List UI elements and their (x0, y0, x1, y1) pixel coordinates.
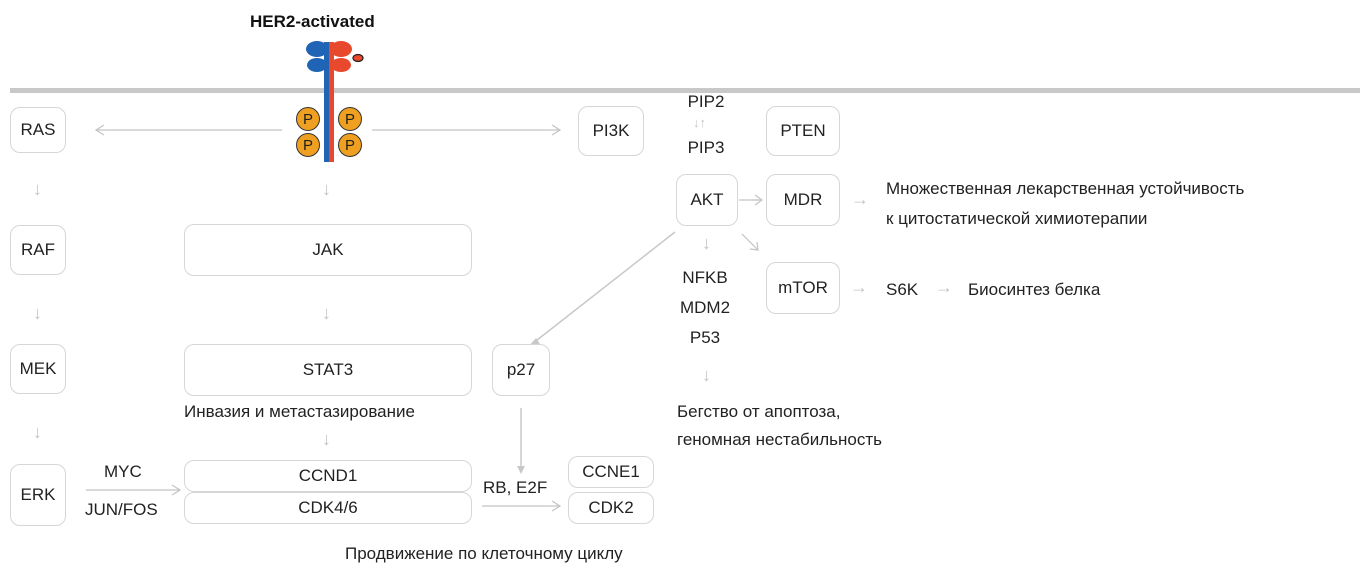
node-erk: ERK (10, 464, 66, 526)
node-p27: p27 (492, 344, 550, 396)
arrow-right-icon: → (851, 189, 869, 209)
label-mdr-line2: к цитостатической химиотерапии (886, 209, 1148, 228)
node-pten: PTEN (766, 106, 840, 156)
node-ccne1: CCNE1 (568, 456, 654, 488)
label-cell-cycle: Продвижение по клеточному циклу (345, 544, 623, 563)
arrow-down-icon: ↓ (322, 429, 331, 449)
label-invasion: Инвазия и метастазирование (184, 402, 415, 421)
arrow-down-icon: ↓ (33, 179, 42, 199)
label-mdr-line1: Множественная лекарственная устойчивость (886, 179, 1245, 198)
label-pip3: PIP3 (687, 138, 725, 157)
arrow-down-icon: ↓ (702, 365, 711, 385)
arrow-down-icon: ↓ (322, 179, 331, 199)
label-p53: P53 (689, 328, 721, 347)
label-pip2: PIP2 (687, 92, 725, 111)
node-mdr: MDR (766, 174, 840, 226)
label-s6k: S6K (886, 280, 919, 299)
arrow-right-icon: → (850, 277, 868, 297)
phospho-p-icon: P (296, 133, 320, 157)
arrow-right-icon: → (935, 277, 953, 297)
label-mdm2: MDM2 (679, 298, 731, 317)
label-protein-synthesis: Биосинтез белка (968, 280, 1101, 299)
arrow-down-icon: ↓ (33, 303, 42, 323)
node-mek: MEK (10, 344, 66, 394)
phospho-p-icon: P (296, 107, 320, 131)
label-jun-fos: JUN/FOS (85, 500, 158, 519)
label-apoptosis-line2: геномная нестабильность (677, 430, 882, 449)
node-pi3k: PI3K (578, 106, 644, 156)
arrow-down-icon: ↓ (33, 422, 42, 442)
node-akt: AKT (676, 174, 738, 226)
arrow-down-icon: ↓ (322, 303, 331, 323)
node-raf: RAF (10, 225, 66, 275)
label-apoptosis-line1: Бегство от апоптоза, (677, 402, 841, 421)
node-ras: RAS (10, 107, 66, 153)
node-cdk4-6: CDK4/6 (184, 492, 472, 524)
node-jak: JAK (184, 224, 472, 276)
node-stat3: STAT3 (184, 344, 472, 396)
receptor-title: HER2-activated (250, 12, 375, 31)
node-cdk2: CDK2 (568, 492, 654, 524)
node-ccnd1: CCND1 (184, 460, 472, 492)
node-mtor: mTOR (766, 262, 840, 314)
exchange-arrows-icon: ↓↑ (693, 115, 706, 130)
cell-membrane (10, 88, 1360, 93)
phospho-p-icon: P (338, 133, 362, 157)
arrow-down-icon: ↓ (702, 233, 711, 253)
label-myc: MYC (104, 462, 142, 481)
label-nfkb: NFKB (682, 268, 728, 287)
label-rb-e2f: RB, E2F (483, 478, 548, 497)
phospho-p-icon: P (338, 107, 362, 131)
